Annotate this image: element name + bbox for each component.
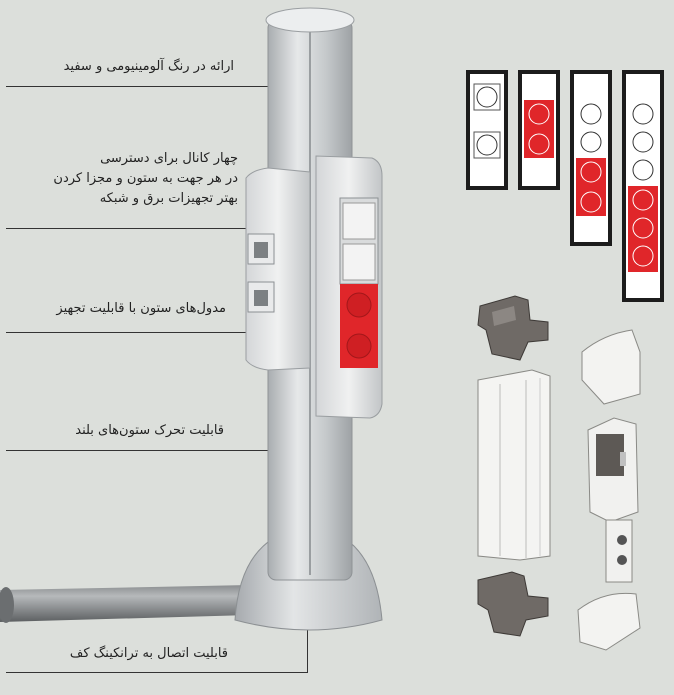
label-channels-line1: چهار کانال برای دسترسی — [100, 151, 238, 166]
label-channels-line3: بهتر تجهیزات برق و شبکه — [99, 191, 238, 206]
left-module — [245, 167, 311, 371]
leader-line-movable — [6, 450, 288, 451]
leader-line-channels — [6, 228, 332, 229]
socket-module-part — [587, 417, 639, 583]
end-cap-top — [581, 329, 641, 405]
bottom-connector-part — [477, 571, 549, 637]
leader-line-color-finish — [6, 86, 308, 87]
socket-strip-4 — [622, 70, 664, 302]
label-modules: مدول‌های ستون با قابلیت تجهیز — [56, 301, 226, 316]
right-module — [315, 155, 383, 419]
leader-line-floor — [6, 672, 308, 673]
leader-line-modules — [6, 332, 324, 333]
floor-trunking-pipe — [0, 585, 250, 623]
label-floor-connection: قابلیت اتصال به ترانکینگ کف — [69, 646, 228, 661]
top-connector-part — [477, 295, 549, 361]
profile-extrusion — [477, 369, 551, 561]
socket-strip-2 — [518, 70, 560, 190]
label-color-finish: ارائه در رنگ آلومینیومی و سفید — [63, 59, 234, 74]
socket-strip-3 — [570, 70, 612, 246]
end-cap-bottom — [577, 592, 641, 651]
label-movable: قابلیت تحرک ستون‌های بلند — [75, 423, 224, 438]
label-channels-line2: در هر جهت به ستون و مجزا کردن — [53, 171, 238, 186]
socket-strip-1 — [466, 70, 508, 190]
leader-line-floor-vertical — [307, 620, 308, 672]
